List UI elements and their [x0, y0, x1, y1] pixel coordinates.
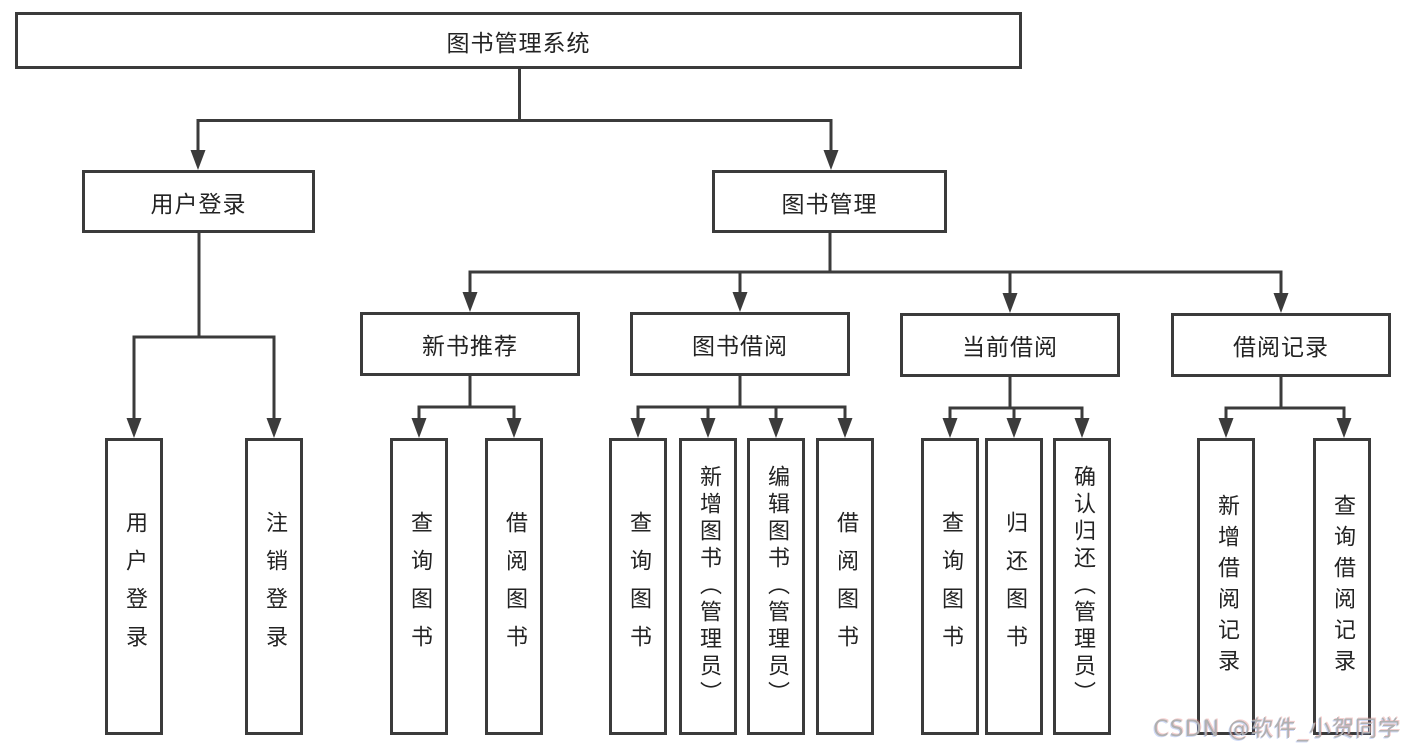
- node-book-borrow: 图书借阅: [630, 312, 850, 376]
- node-root-system: 图书管理系统: [15, 12, 1022, 69]
- node-book-management-label: 图书管理: [781, 191, 878, 218]
- leaf-query-borrow-record: 查询借阅记录: [1313, 438, 1371, 735]
- node-user-login-label: 用户登录: [150, 191, 247, 218]
- node-new-book-recommend-label: 新书推荐: [422, 334, 518, 360]
- leaf-borrow-borrow-books-label: 借阅图书: [833, 510, 858, 663]
- node-current-borrow: 当前借阅: [900, 313, 1120, 377]
- csdn-watermark: CSDN @软件_小贺同学: [1153, 717, 1401, 742]
- leaf-return-books: 归还图书: [985, 438, 1043, 735]
- leaf-user-login: 用户登录: [105, 438, 163, 735]
- leaf-add-books-admin-label: 新增图书（管理员）: [696, 465, 721, 708]
- leaf-confirm-return-admin: 确认归还（管理员）: [1053, 438, 1111, 735]
- leaf-recommend-borrow-books: 借阅图书: [485, 438, 543, 735]
- node-current-borrow-label: 当前借阅: [962, 335, 1058, 361]
- leaf-logout: 注销登录: [245, 438, 303, 735]
- leaf-add-books-admin: 新增图书（管理员）: [679, 438, 737, 735]
- leaf-borrow-query-books: 查询图书: [609, 438, 667, 735]
- leaf-query-borrow-record-label: 查询借阅记录: [1330, 493, 1355, 680]
- leaf-recommend-query-books: 查询图书: [390, 438, 448, 735]
- node-new-book-recommend: 新书推荐: [360, 312, 580, 376]
- leaf-current-query-books-label: 查询图书: [938, 510, 963, 663]
- leaf-current-query-books: 查询图书: [921, 438, 979, 735]
- node-book-management: 图书管理: [712, 170, 947, 233]
- node-borrow-records-label: 借阅记录: [1233, 335, 1329, 361]
- node-borrow-records: 借阅记录: [1171, 313, 1391, 377]
- leaf-confirm-return-admin-label: 确认归还（管理员）: [1070, 465, 1095, 708]
- leaf-recommend-borrow-books-label: 借阅图书: [502, 510, 527, 663]
- leaf-edit-books-admin: 编辑图书（管理员）: [747, 438, 805, 735]
- leaf-borrow-borrow-books: 借阅图书: [816, 438, 874, 735]
- node-root-system-label: 图书管理系统: [446, 30, 591, 57]
- node-user-login: 用户登录: [82, 170, 315, 233]
- node-book-borrow-label: 图书借阅: [692, 334, 788, 360]
- leaf-add-borrow-record: 新增借阅记录: [1197, 438, 1255, 735]
- leaf-logout-label: 注销登录: [262, 510, 287, 663]
- leaf-borrow-query-books-label: 查询图书: [626, 510, 651, 663]
- leaf-return-books-label: 归还图书: [1002, 510, 1027, 663]
- leaf-add-borrow-record-label: 新增借阅记录: [1214, 493, 1239, 680]
- leaf-user-login-label: 用户登录: [122, 510, 147, 663]
- leaf-edit-books-admin-label: 编辑图书（管理员）: [764, 465, 789, 708]
- leaf-recommend-query-books-label: 查询图书: [407, 510, 432, 663]
